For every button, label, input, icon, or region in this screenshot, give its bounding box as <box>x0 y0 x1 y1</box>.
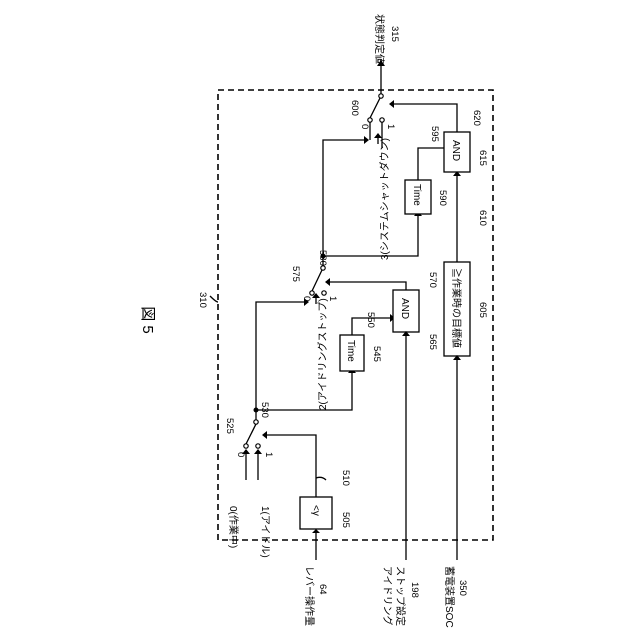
cmp-gamma-out-leader <box>316 477 326 480</box>
cmp-target-label: ≧作業時の目標値 <box>450 268 463 348</box>
sw1-in0 <box>244 444 248 448</box>
sw2-pivot <box>321 266 325 270</box>
opt-idle-stop: 2(アイドリングストップ) <box>316 298 329 410</box>
and1-out-ref: 570 <box>427 272 438 288</box>
wire-530-up <box>256 302 306 410</box>
cmp-target-out-ref: 610 <box>477 210 488 226</box>
sw3-ref: 600 <box>349 100 360 116</box>
sw1-ref: 525 <box>224 418 235 434</box>
and1-label: AND <box>399 298 410 319</box>
opt-shutdown: 3(システムシャットダウン) <box>378 138 391 260</box>
sw1-in1 <box>256 444 260 448</box>
and2-label: AND <box>450 140 461 161</box>
lever-input-label: レバー操作量 <box>303 566 316 626</box>
sw3-pivot <box>379 94 383 98</box>
wire-580-up <box>323 140 366 256</box>
figure-title: 図 5 <box>139 306 156 334</box>
sw1-in0-label: 0 <box>235 452 246 457</box>
wire-time2-out <box>418 148 446 180</box>
wire-cmp-gamma-out <box>265 435 316 497</box>
time1-out-ref: 550 <box>365 312 376 328</box>
idle-stop-input-ref: 198 <box>409 582 420 598</box>
sw2-ref: 575 <box>290 266 301 282</box>
sw3-blade <box>370 98 380 118</box>
time2-label: Time <box>411 184 422 206</box>
sw3-in1 <box>380 118 384 122</box>
state-value-label: 状態判定値 <box>373 14 386 64</box>
block-310-leader <box>210 296 218 302</box>
time1-ref: 545 <box>371 346 382 362</box>
arrow-sw1-ctrl <box>262 431 267 439</box>
wire-and2-out <box>392 104 457 132</box>
state-value-ref: 315 <box>389 26 400 42</box>
and1-ref: 565 <box>427 334 438 350</box>
soc-input-label: 蓄電装置SOC <box>443 566 456 628</box>
sw2-in0-label: 0 <box>301 296 312 301</box>
arrow-sw3-ctrl <box>389 100 394 108</box>
opt-idle: 1(アイドル) <box>259 506 270 558</box>
idle-stop-input-label-2: ストップ設定 <box>394 566 407 626</box>
cmp-gamma-label: <γ <box>310 505 321 516</box>
time2-out-ref: 595 <box>429 126 440 142</box>
arrow-sw3-in0 <box>364 136 369 144</box>
time2-ref: 590 <box>437 190 448 206</box>
wire-and1-out <box>328 282 406 290</box>
sw2-in1-label: 1 <box>327 296 338 301</box>
opt-working: 0(作業中) <box>227 506 240 548</box>
sw2-in0 <box>310 291 314 295</box>
and2-ref: 615 <box>477 150 488 166</box>
arrow-sw2-ctrl <box>325 278 330 286</box>
sw3-in0 <box>368 118 372 122</box>
cmp-gamma-ref: 505 <box>340 512 351 528</box>
arrow-opt-idle <box>254 449 262 454</box>
time1-label: Time <box>345 340 356 362</box>
sw2-blade <box>312 270 322 291</box>
and2-out-ref: 620 <box>471 110 482 126</box>
wire-580-right <box>323 214 418 256</box>
sw1-in1-label: 1 <box>263 452 274 457</box>
sw1-blade <box>246 424 256 444</box>
sw3-in0-label: 0 <box>359 124 370 129</box>
idle-stop-input-label-1: アイドリング <box>381 566 394 626</box>
arrow-opt-shutdown <box>374 133 382 138</box>
sw1-pivot <box>254 420 258 424</box>
soc-input-ref: 350 <box>457 580 468 596</box>
cmp-gamma-out-ref: 510 <box>340 470 351 486</box>
cmp-target-ref: 605 <box>477 302 488 318</box>
lever-input-ref: 64 <box>317 584 328 595</box>
sw2-in1 <box>322 291 326 295</box>
block-310-ref: 310 <box>197 292 208 308</box>
sw3-in1-label: 1 <box>385 124 396 129</box>
